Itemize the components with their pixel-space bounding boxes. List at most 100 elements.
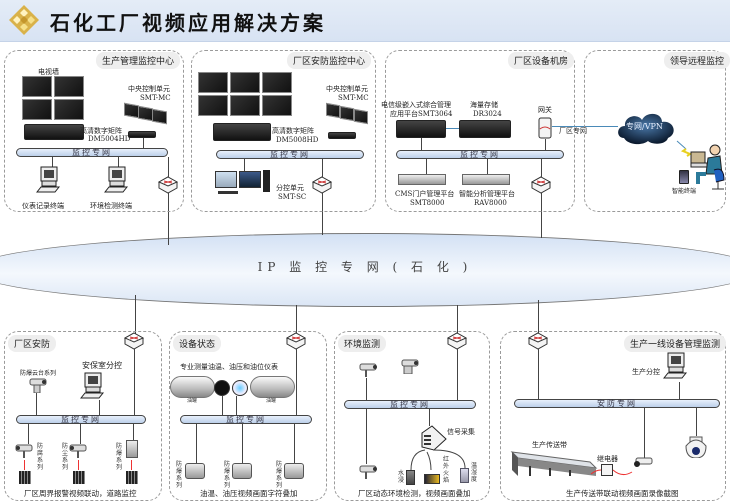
explosion-proof-camera-icon: [284, 463, 304, 479]
zone-caption: 油温、油压视频画面字符叠加: [200, 489, 298, 498]
zone-label: 厂区安防: [8, 335, 57, 352]
link-line: [244, 159, 245, 171]
security-network-bus: 安防专网: [514, 399, 720, 408]
camera-series-label: 防爆系列: [116, 443, 123, 471]
conveyor-belt-icon: [510, 451, 598, 476]
page-title: 石化工厂视频应用解决方案: [50, 11, 326, 35]
uplink-line: [322, 190, 323, 235]
ptz-series-label: 防爆云台系列: [20, 370, 57, 377]
link-line: [538, 349, 539, 399]
bullet-camera-icon: [634, 457, 653, 467]
operator-at-laptop-icon: [690, 144, 725, 190]
ptz-camera-icon: [401, 359, 419, 374]
temperature-humidity-sensor-icon: [460, 468, 469, 483]
zone-label: 领导远程监控: [664, 52, 730, 69]
link-line: [446, 128, 459, 129]
ip-backbone-label: IP 监 控 专 网 ( 石 化 ): [257, 260, 473, 274]
instruments-label: 专业测量油温、油压和油位仪表: [180, 363, 278, 371]
camera-series-label: 防腐系列: [37, 443, 44, 471]
link-line: [236, 396, 237, 415]
digital-matrix-icon: [24, 124, 84, 140]
link-line: [80, 424, 81, 444]
anticorrosion-camera-icon: [15, 444, 33, 458]
workstation-icon: [663, 352, 688, 379]
zone-remote-monitoring: [584, 50, 726, 212]
infrared-flame-sensor-icon: [424, 474, 440, 484]
camera-series-label: 防爆系列: [224, 461, 231, 489]
vpn-cloud-icon: [618, 113, 674, 145]
camera-series-label: 防爆系列: [276, 461, 283, 489]
oil-pressure-gauge-icon: [232, 380, 248, 396]
zone-label: 厂区设备机房: [508, 52, 575, 69]
link-line: [168, 157, 169, 177]
link-line: [134, 349, 135, 416]
link-line: [426, 159, 427, 174]
sub-control-label: 分控单元: [276, 184, 304, 192]
downlink-line: [538, 300, 539, 335]
header-bar: 石化工厂视频应用解决方案: [0, 0, 730, 42]
link-line: [541, 159, 542, 177]
digital-matrix-icon: [213, 123, 271, 141]
cms-server-icon: [398, 174, 446, 185]
camera-series-label: 防尘系列: [62, 443, 69, 471]
matrix-label: 高清数字矩阵: [272, 127, 314, 135]
central-unit-label: 中央控制单元: [128, 85, 170, 93]
zone-label: 环境监测: [338, 335, 387, 352]
link-line: [242, 424, 243, 464]
tank-label: 油罐: [266, 398, 277, 404]
perimeter-alarm-icon: [19, 471, 31, 484]
ptz-camera-icon: [29, 378, 47, 393]
link-line: [679, 382, 680, 399]
oil-tank-icon: [250, 376, 295, 398]
gateway-label: 网关: [538, 106, 552, 114]
monitor-network-bus: 监控专网: [344, 400, 476, 409]
sub-control-model-label: SMT-SC: [278, 193, 307, 201]
downlink-line: [135, 295, 136, 335]
sub-control-label: 生产分控: [632, 368, 660, 376]
control-unit-icon: [328, 132, 356, 139]
link-line: [99, 400, 100, 415]
matrix-model-label: DM5004HD: [88, 135, 131, 143]
signal-collector-label: 信号采集: [447, 428, 475, 436]
wireless-link-icon: [676, 140, 693, 157]
link-line: [322, 159, 323, 177]
uplink-line: [541, 190, 542, 238]
matrix-model-label: DM5008HD: [276, 136, 319, 144]
network-switch-icon: [158, 176, 178, 194]
plant-network-link-label: 厂区专网: [559, 127, 587, 135]
relay-wiring: [590, 469, 633, 476]
monitor-network-bus: 监控专网: [216, 150, 364, 159]
sensor-wiring: [410, 449, 466, 471]
link-line: [143, 138, 144, 148]
monitor-network-bus: 监控专网: [16, 415, 146, 424]
alarm-link-line: [131, 460, 132, 470]
dustproof-camera-icon: [69, 444, 87, 458]
mgmt-platform-label: 电信级嵌入式综合管理: [381, 101, 451, 109]
zone-label: 生产一线设备管理监测: [624, 335, 727, 352]
water-leak-sensor-icon: [406, 470, 415, 485]
tablet-icon: [679, 170, 689, 184]
link-line: [487, 159, 488, 174]
link-line: [457, 349, 458, 401]
link-line: [294, 424, 295, 464]
tank-label: 油罐: [187, 398, 198, 404]
monitor-network-bus: 监控专网: [16, 148, 168, 157]
alarm-link-line: [78, 460, 79, 470]
alarm-link-line: [24, 460, 25, 470]
zone-equipment-status: [169, 331, 327, 501]
sensor-label: 红外火焰: [443, 456, 450, 484]
explosion-proof-camera-icon: [232, 463, 252, 479]
central-unit-model-label: SMT-MC: [140, 94, 171, 102]
ip-backbone-network: [0, 233, 730, 307]
sensor-label: 温湿度: [471, 462, 478, 483]
link-line: [366, 378, 367, 400]
link-line: [118, 157, 119, 167]
monitor-network-bus: 监控专网: [180, 415, 312, 424]
cms-model-label: SMT8000: [410, 199, 445, 207]
zone-caption: 厂区动态环境检测，视频画面叠加: [358, 489, 471, 498]
link-line: [52, 157, 53, 167]
zone-label: 厂区安防监控中心: [287, 52, 372, 69]
central-unit-model-label: SMT-MC: [338, 94, 369, 102]
relay-label: 继电器: [597, 455, 618, 463]
zone-environment: [334, 331, 490, 501]
